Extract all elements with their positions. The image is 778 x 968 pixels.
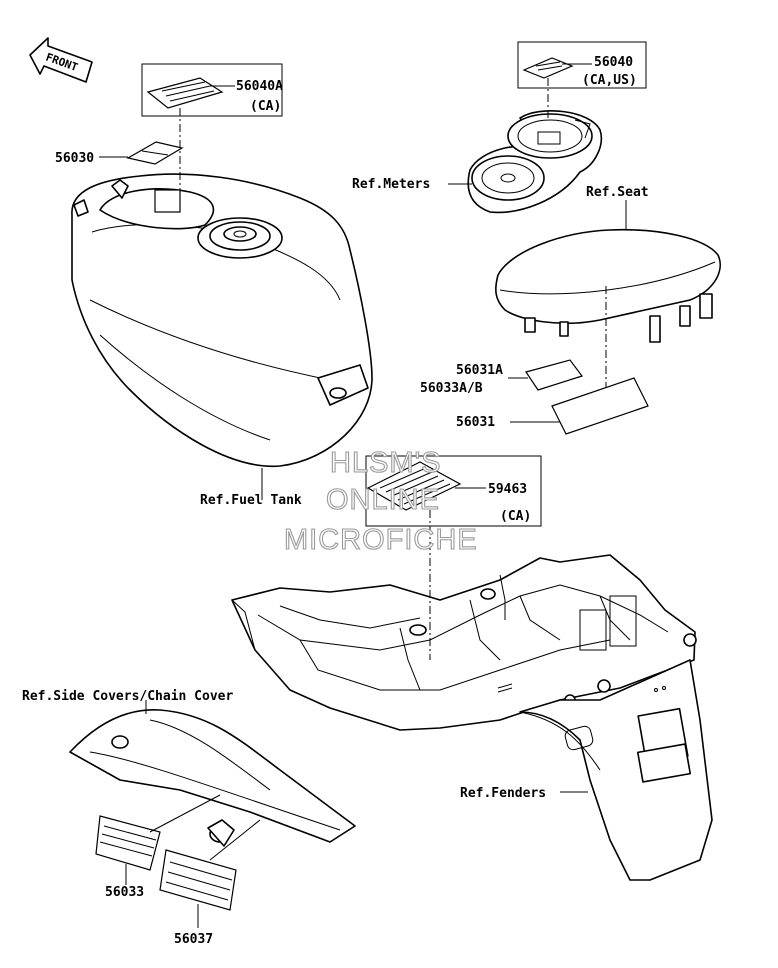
- decal-56031A: [525, 359, 583, 391]
- label-56030: 56030: [55, 151, 94, 166]
- label-59463-ca: (CA): [500, 509, 531, 524]
- tank-decal-56040A: [154, 189, 181, 213]
- decal-56037: [159, 849, 237, 911]
- label-56040A: 56040A: [236, 79, 283, 94]
- callout-box-56040: [517, 41, 647, 89]
- rear-fender: [519, 659, 713, 881]
- decal-56033: [95, 815, 161, 871]
- watermark: HLSM'S ONLINE MICROFICHE: [283, 446, 478, 556]
- label-56033: 56033: [105, 885, 144, 900]
- label-ref-fuel-tank: Ref.Fuel Tank: [200, 493, 302, 508]
- rear-frame: [231, 554, 697, 731]
- callout-box-59463: [365, 455, 542, 527]
- meters: [467, 110, 602, 214]
- callout-box-56040A: [141, 63, 283, 117]
- seat: [495, 228, 721, 343]
- label-59463: 59463: [488, 482, 527, 497]
- front-arrow-icon: FRONT: [29, 37, 93, 83]
- label-56040A-ca: (CA): [250, 99, 281, 114]
- label-ref-seat: Ref.Seat: [586, 185, 649, 200]
- label-ref-fenders: Ref.Fenders: [460, 786, 546, 801]
- label-56033AB: 56033A/B: [420, 381, 483, 396]
- watermark-line-2: ONLINE: [326, 484, 440, 516]
- label-ref-meters: Ref.Meters: [352, 177, 430, 192]
- watermark-line-1: HLSM'S: [330, 447, 441, 479]
- label-56031: 56031: [456, 415, 495, 430]
- label-ref-side-covers: Ref.Side Covers/Chain Cover: [22, 689, 233, 704]
- label-56031A: 56031A: [456, 363, 503, 378]
- chain-cover: [69, 709, 356, 847]
- watermark-line-3: MICROFICHE: [284, 524, 478, 556]
- label-56040: 56040: [594, 55, 633, 70]
- decal-56031: [551, 377, 649, 435]
- fuel-tank: [71, 173, 373, 467]
- label-56037: 56037: [174, 932, 213, 947]
- label-56040-caus: (CA,US): [582, 73, 637, 88]
- decal-56040A: [146, 77, 224, 109]
